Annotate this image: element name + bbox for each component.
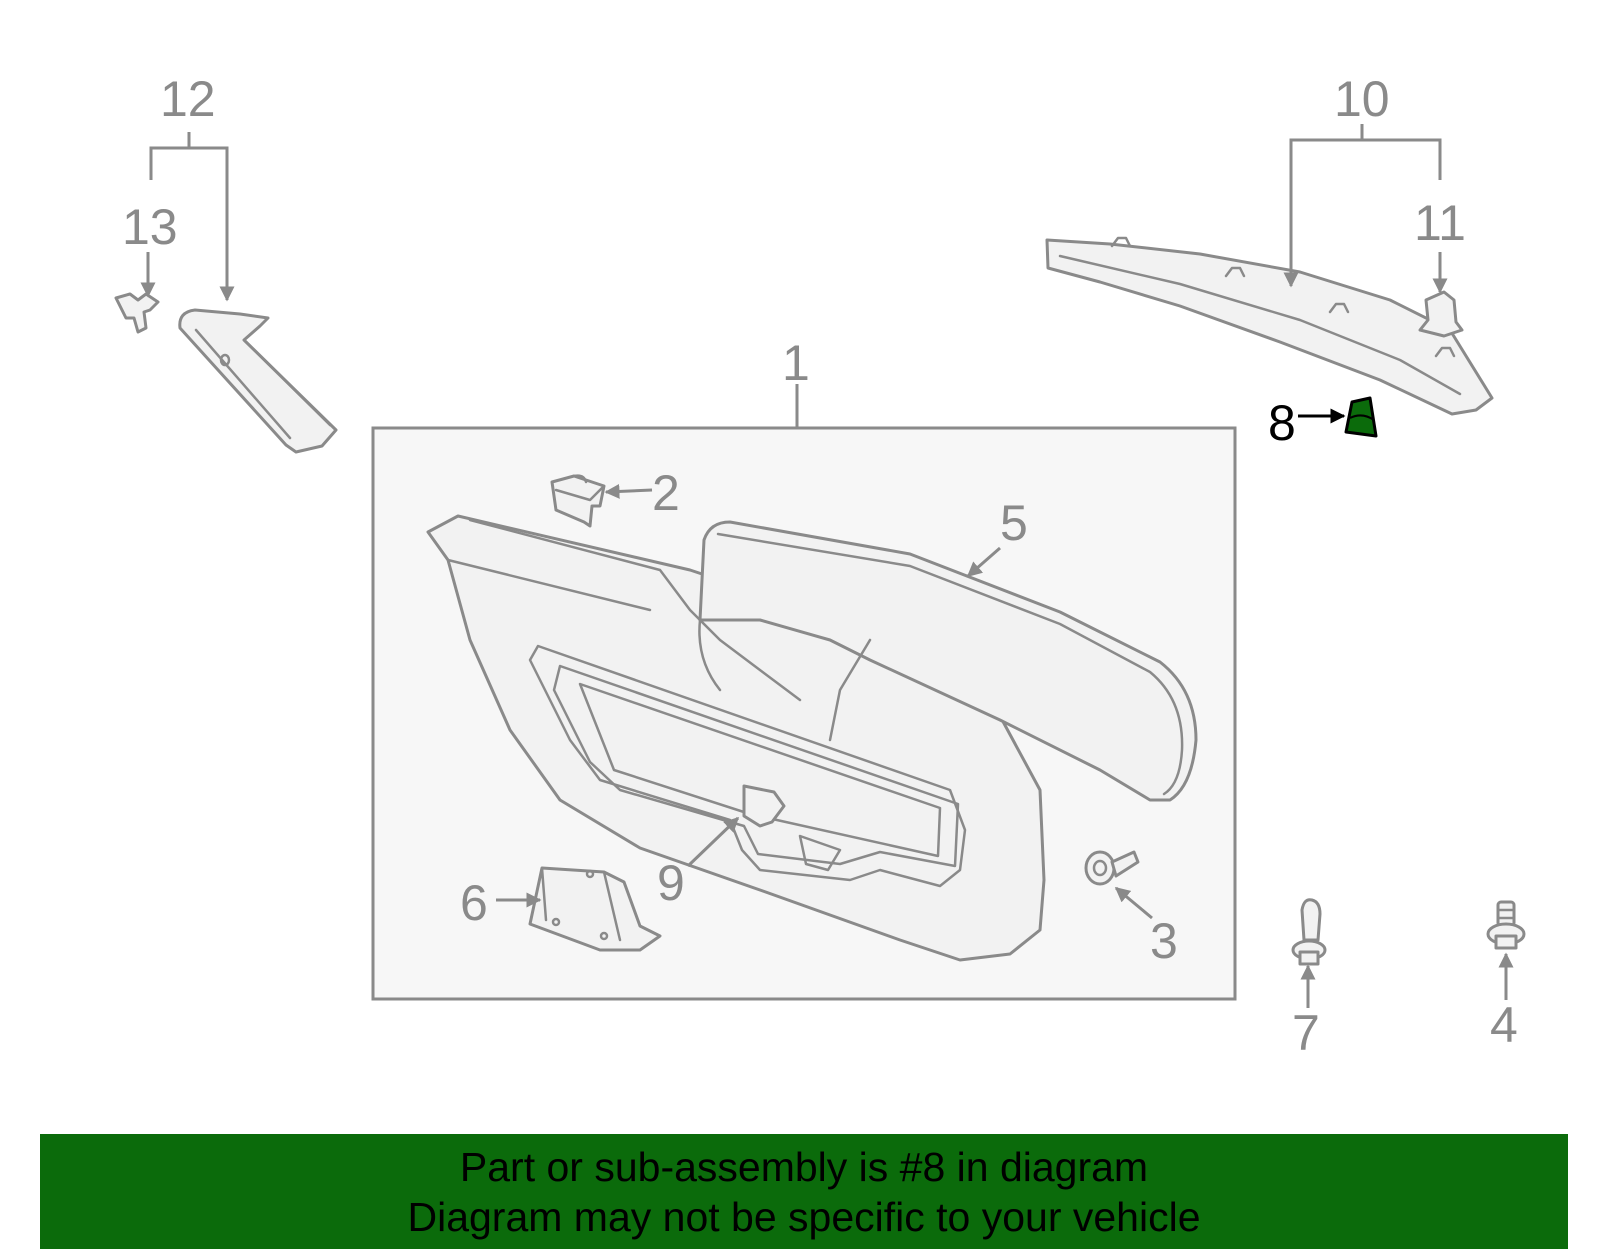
bolt-part-4 — [1486, 900, 1526, 950]
callout-7: 7 — [1292, 1005, 1320, 1061]
bracket-part-6 — [528, 866, 662, 952]
pillar-trim-part-12 — [178, 308, 338, 454]
callout-1: 1 — [782, 335, 810, 391]
highlighted-part-8 — [1344, 396, 1378, 438]
callout-5: 5 — [1000, 495, 1028, 551]
callout-11: 11 — [1414, 195, 1466, 251]
callout-3: 3 — [1150, 913, 1178, 969]
banner-line-1: Part or sub-assembly is #8 in diagram — [459, 1144, 1149, 1190]
upper-insert-part-5 — [698, 520, 1198, 802]
upper-trim-part-10 — [1045, 236, 1494, 416]
callout-8: 8 — [1268, 395, 1296, 451]
clip-part-2 — [550, 474, 606, 528]
callout-13: 13 — [122, 199, 178, 255]
screw-part-3 — [1084, 850, 1140, 886]
callout-10: 10 — [1334, 71, 1390, 127]
info-banner: Part or sub-assembly is #8 in diagram Di… — [40, 1134, 1568, 1249]
handle-cover-part-9 — [742, 784, 786, 828]
callout-4: 4 — [1490, 997, 1518, 1053]
callout-2: 2 — [652, 465, 680, 521]
screw-part-7 — [1291, 898, 1327, 966]
banner-line-2: Diagram may not be specific to your vehi… — [407, 1194, 1201, 1240]
clip-part-13 — [114, 292, 160, 334]
parts-diagram: 1 2 3 4 5 6 7 8 9 10 11 12 13 — [114, 71, 1526, 1061]
callout-9: 9 — [657, 855, 685, 911]
clip-part-11 — [1418, 290, 1464, 338]
callout-6: 6 — [460, 875, 488, 931]
callout-12: 12 — [160, 71, 216, 127]
